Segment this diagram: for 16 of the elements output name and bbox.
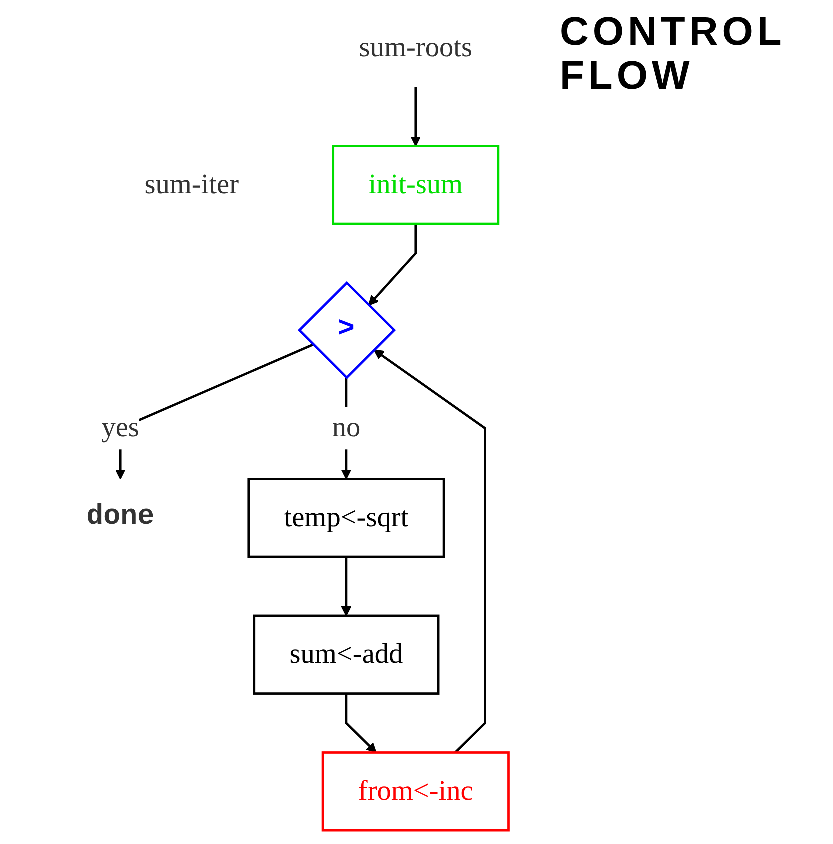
node-box: temp<-sqrt bbox=[248, 478, 446, 558]
arrow bbox=[368, 224, 418, 306]
edge-label: yes bbox=[102, 413, 140, 444]
arrow bbox=[345, 694, 377, 754]
arrow bbox=[341, 557, 352, 616]
node-text: sum-roots bbox=[359, 33, 472, 64]
node-box: init-sum bbox=[332, 145, 500, 226]
node-label: sum-iter bbox=[144, 170, 240, 200]
arrow bbox=[374, 350, 486, 754]
title: CONTROL FLOW bbox=[560, 10, 786, 98]
node-text: done bbox=[86, 502, 155, 534]
arrow bbox=[410, 87, 422, 147]
node-box: from<-inc bbox=[322, 752, 510, 832]
node-diamond: > bbox=[298, 281, 396, 380]
node-box: sum<-add bbox=[253, 614, 440, 695]
edge-label: no bbox=[332, 413, 361, 444]
